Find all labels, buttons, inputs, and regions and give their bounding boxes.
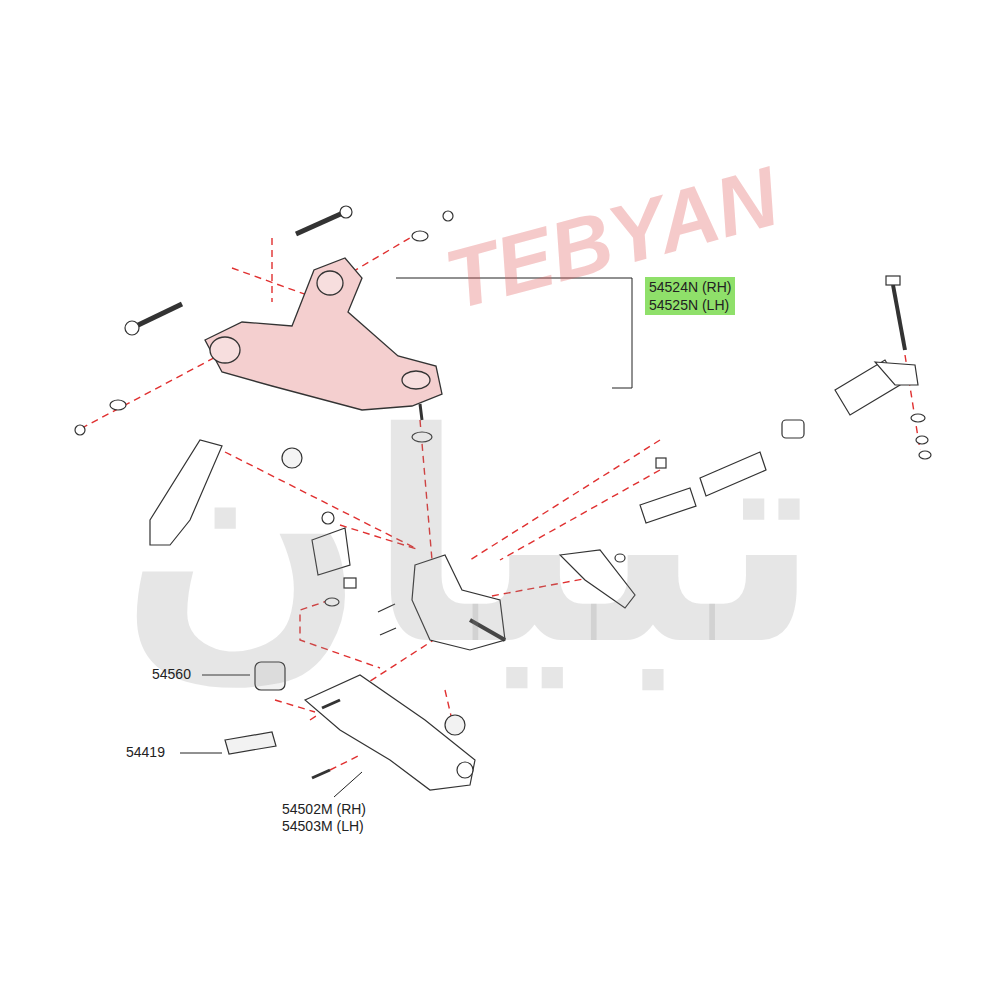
lower-parts-part <box>445 715 465 735</box>
torsion-bar-parts-part <box>886 276 900 285</box>
bolts-nuts-part <box>412 231 428 241</box>
leader-lines-part <box>334 772 362 797</box>
torsion-bar-parts-part <box>916 436 928 444</box>
lower-parts-part <box>225 732 276 754</box>
lower-parts-part <box>457 762 473 778</box>
leader-lines-part <box>180 753 222 754</box>
part-number: 54524N (RH) <box>649 278 731 296</box>
callout-number: 54419 <box>126 744 165 761</box>
torsion-bar-parts-part <box>875 362 918 385</box>
lower-parts-part <box>312 770 330 778</box>
part-number-highlight: 54524N (RH)54525N (LH) <box>645 277 735 315</box>
bolts-nuts-part <box>75 425 85 435</box>
torsion-bar-parts-part <box>911 414 925 422</box>
dashed-assembly-lines-part <box>271 238 272 302</box>
bolts-nuts-part <box>132 304 182 328</box>
torsion-bar-parts-part <box>893 285 905 350</box>
callout-number: 54502M (RH) <box>282 801 366 818</box>
lower-parts-part <box>322 700 340 708</box>
watermark: تبيان <box>110 380 830 699</box>
torsion-bar-parts-part <box>919 451 931 459</box>
upper-control-arm-part <box>210 337 240 363</box>
bolts-nuts-part <box>125 321 139 335</box>
callout-number: 54560 <box>152 666 191 683</box>
bolts-nuts-part <box>296 212 345 234</box>
bolts-nuts-part <box>443 211 453 221</box>
upper-control-arm-part <box>317 271 343 295</box>
part-number: 54525N (LH) <box>649 296 731 314</box>
dashed-assembly-lines-part <box>330 755 360 770</box>
callout-number: 54503M (LH) <box>282 818 364 835</box>
dashed-assembly-lines <box>82 232 920 770</box>
bolts-nuts-part <box>340 206 352 218</box>
